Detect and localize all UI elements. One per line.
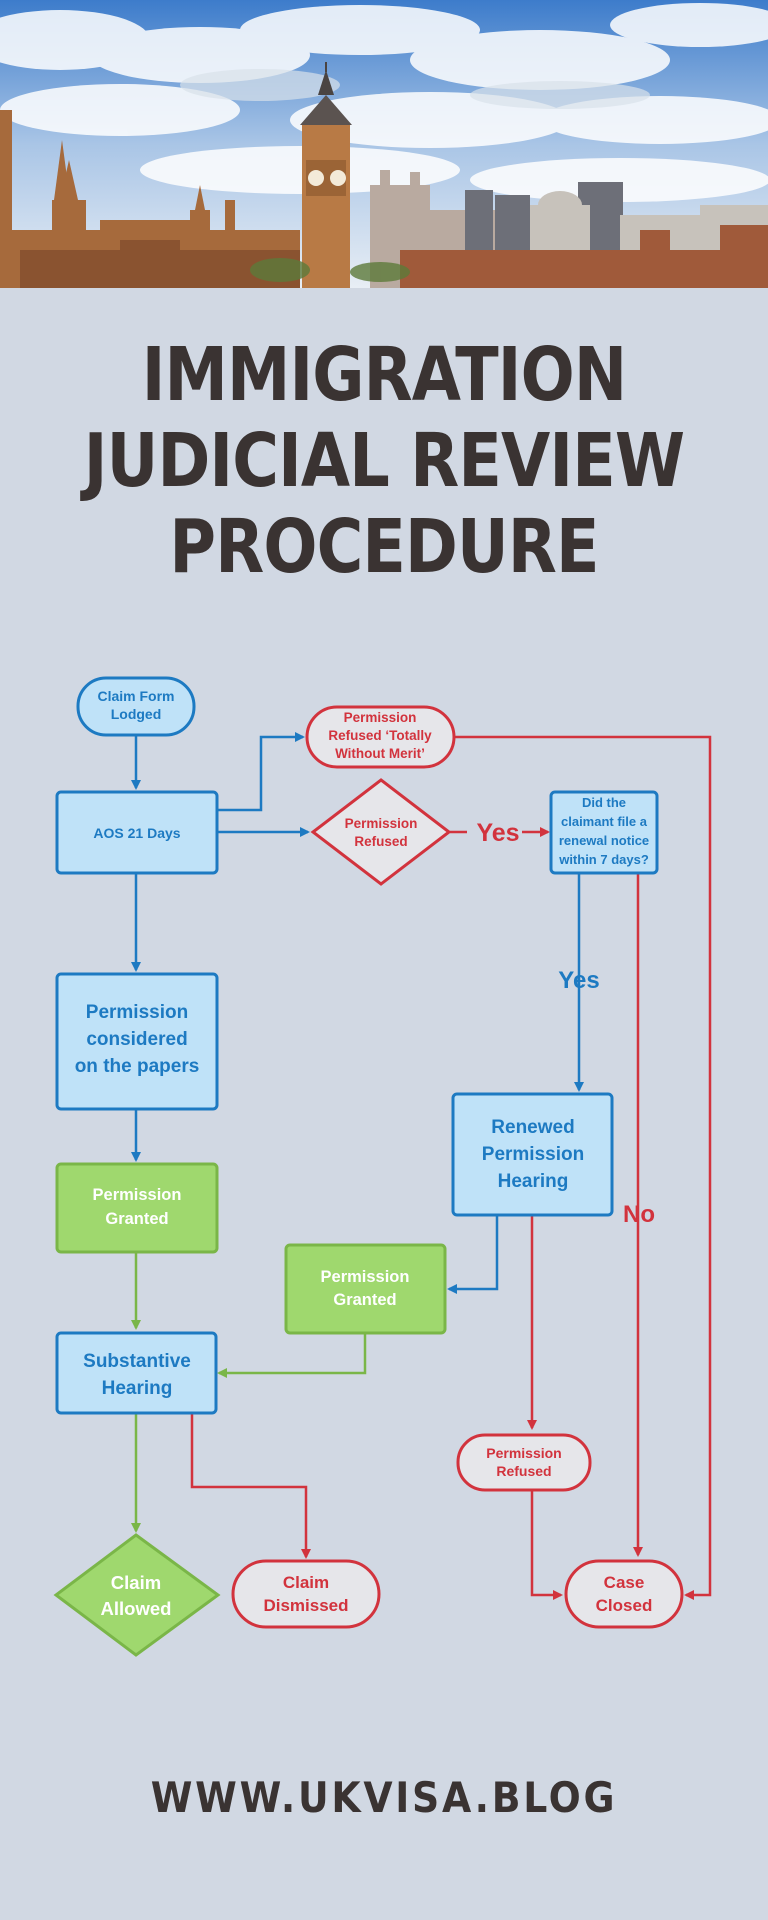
svg-text:Closed: Closed (596, 1596, 653, 1615)
london-skyline-banner (0, 0, 768, 288)
node-aos-21-days: AOS 21 Days (55, 790, 219, 875)
svg-text:Permission: Permission (482, 1144, 584, 1165)
svg-text:Permission: Permission (93, 1186, 182, 1204)
node-claim-allowed: Claim Allowed (53, 1533, 221, 1657)
node-permission-granted-left: Permission Granted (55, 1162, 219, 1254)
svg-text:within 7 days?: within 7 days? (558, 852, 649, 867)
svg-text:Substantive: Substantive (83, 1351, 191, 1372)
node-case-closed: Case Closed (564, 1559, 684, 1629)
svg-text:Refused: Refused (354, 834, 407, 849)
twm-line-2: Refused ‘Totally (328, 728, 432, 743)
svg-text:considered: considered (86, 1029, 187, 1050)
edge-granted-right-to-substantive (217, 1333, 367, 1378)
page-title: IMMIGRATION JUDICIAL REVIEW PROCEDURE (54, 332, 714, 590)
svg-text:Claim: Claim (111, 1572, 161, 1593)
svg-text:Refused ‘Totally: Refused ‘Totally (328, 728, 432, 743)
edge-label-yes-red: Yes (476, 819, 519, 847)
question-line-4: within 7 days? (558, 852, 649, 867)
refused-bottom-line-1: Permission (486, 1445, 561, 1461)
claim-form-line-1: Claim Form (97, 688, 174, 704)
edge-label-yes-blue: Yes (558, 967, 599, 994)
considered-line-2: considered (86, 1029, 187, 1050)
svg-text:Permission: Permission (321, 1268, 410, 1286)
svg-text:Claim Form: Claim Form (97, 688, 174, 704)
node-substantive-hearing: Substantive Hearing (55, 1331, 218, 1415)
node-refused-totally-without-merit: Permission Refused ‘Totally Without Meri… (305, 705, 456, 769)
granted-right-line-2: Granted (333, 1291, 396, 1309)
claim-form-line-2: Lodged (111, 706, 162, 722)
svg-text:Renewed: Renewed (491, 1117, 574, 1138)
node-renewed-permission-hearing: Renewed Permission Hearing (451, 1092, 614, 1217)
allowed-line-1: Claim (111, 1572, 161, 1593)
svg-text:Case: Case (604, 1573, 645, 1592)
refused-bottom-line-2: Refused (496, 1463, 551, 1479)
granted-right-line-1: Permission (321, 1268, 410, 1286)
edge-refused-to-case-closed (530, 1490, 563, 1600)
edge-twm-to-case-closed (454, 735, 712, 1600)
title-line-1: IMMIGRATION (141, 332, 627, 418)
node-permission-considered: Permission considered on the papers (55, 972, 219, 1111)
substantive-line-1: Substantive (83, 1351, 191, 1372)
case-closed-line-2: Closed (596, 1596, 653, 1615)
node-renewal-question: Did the claimant file a renewal notice w… (549, 790, 659, 875)
svg-text:Hearing: Hearing (102, 1378, 173, 1399)
dismissed-line-2: Dismissed (263, 1596, 348, 1615)
dismissed-line-1: Claim (283, 1573, 329, 1592)
svg-text:Granted: Granted (333, 1291, 396, 1309)
question-line-1: Did the (582, 795, 626, 810)
refused-diamond-line-1: Permission (345, 816, 418, 831)
renewed-line-1: Renewed (491, 1117, 574, 1138)
allowed-line-2: Allowed (101, 1598, 172, 1619)
svg-text:Dismissed: Dismissed (263, 1596, 348, 1615)
svg-text:Allowed: Allowed (101, 1598, 172, 1619)
granted-left-line-2: Granted (105, 1210, 168, 1228)
svg-text:AOS 21 Days: AOS 21 Days (93, 825, 180, 841)
renewed-line-2: Permission (482, 1144, 584, 1165)
svg-text:Permission: Permission (344, 710, 417, 725)
twm-line-1: Permission (344, 710, 417, 725)
renewed-line-3: Hearing (498, 1171, 569, 1192)
footer-website-link[interactable]: WWW.UKVISA.BLOG (150, 1773, 618, 1822)
question-line-3: renewal notice (559, 833, 649, 848)
considered-line-1: Permission (86, 1002, 188, 1023)
svg-text:on the papers: on the papers (75, 1056, 200, 1077)
question-line-2: claimant file a (561, 814, 648, 829)
twm-line-3: Without Merit’ (335, 746, 425, 761)
flowchart: Yes Yes No Claim Form Lodged AOS 21 Days… (53, 676, 712, 1657)
node-permission-granted-right: Permission Granted (284, 1243, 447, 1335)
svg-text:Permission: Permission (486, 1445, 561, 1461)
node-claim-dismissed: Claim Dismissed (231, 1559, 381, 1629)
svg-text:Did the: Did the (582, 795, 626, 810)
edge-label-no: No (623, 1201, 655, 1228)
node-permission-refused-diamond: Permission Refused (310, 778, 452, 886)
edge-substantive-to-dismissed (190, 1413, 311, 1559)
aos-label: AOS 21 Days (93, 825, 180, 841)
edge-aos-to-refused-twm (217, 732, 305, 812)
title-line-2: JUDICIAL REVIEW (83, 418, 685, 504)
case-closed-line-1: Case (604, 1573, 645, 1592)
node-claim-form-lodged: Claim Form Lodged (76, 676, 196, 737)
refused-diamond-line-2: Refused (354, 834, 407, 849)
svg-text:Claim: Claim (283, 1573, 329, 1592)
svg-text:Lodged: Lodged (111, 706, 162, 722)
svg-text:Granted: Granted (105, 1210, 168, 1228)
svg-text:Without Merit’: Without Merit’ (335, 746, 425, 761)
svg-text:renewal notice: renewal notice (559, 833, 649, 848)
substantive-line-2: Hearing (102, 1378, 173, 1399)
granted-left-line-1: Permission (93, 1186, 182, 1204)
edge-renewed-to-granted-right (447, 1215, 499, 1294)
node-permission-refused-bottom: Permission Refused (456, 1433, 592, 1492)
svg-text:Permission: Permission (86, 1002, 188, 1023)
svg-text:Hearing: Hearing (498, 1171, 569, 1192)
svg-text:Refused: Refused (496, 1463, 551, 1479)
svg-text:Permission: Permission (345, 816, 418, 831)
considered-line-3: on the papers (75, 1056, 200, 1077)
svg-text:claimant file a: claimant file a (561, 814, 648, 829)
title-line-3: PROCEDURE (169, 504, 599, 590)
